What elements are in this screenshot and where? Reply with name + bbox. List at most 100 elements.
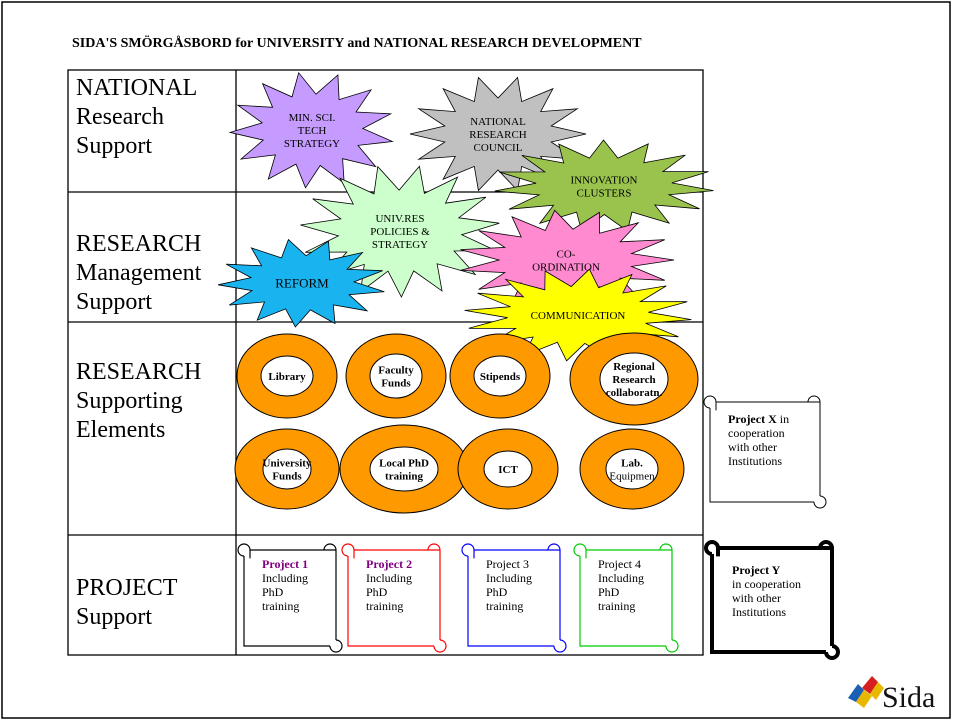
ring-label-line: Research [612, 374, 655, 386]
project-line: training [598, 599, 636, 613]
scroll-bottom-curl [824, 644, 840, 660]
project-1: Project 1 Including PhD training [262, 557, 308, 613]
scroll-left-curl [704, 540, 720, 557]
project-line: PhD [598, 585, 620, 599]
scroll-body [347, 549, 441, 647]
ring-hole [483, 450, 533, 488]
burst-shape [218, 238, 385, 328]
project-3-name: Project 3 [486, 557, 529, 571]
project-x-suffix: in [776, 412, 790, 426]
burst-reform: REFORM [218, 238, 385, 328]
ring-label-line: Library [268, 371, 306, 383]
row-label-line: RESEARCH [76, 231, 202, 257]
burst-label-line: ORDINATION [532, 261, 600, 273]
row-label-line: Research [76, 104, 164, 130]
scroll-left-curl [703, 395, 717, 411]
ring-ict: ICT [457, 428, 559, 510]
scroll-bottom-curl [665, 639, 679, 653]
burst-label-line: UNIV.RES [375, 213, 424, 225]
burst-label-line: COUNCIL [474, 142, 523, 154]
project-1-name: Project 1 [262, 557, 309, 571]
row-label-line: PROJECT [76, 575, 178, 601]
ring-label-line: Funds [381, 378, 411, 390]
ring-stipends: Stipends [449, 333, 551, 419]
project-line: Including [598, 571, 644, 585]
project-line: with other [732, 591, 781, 605]
project-x-name: Project X [728, 412, 777, 426]
project-line: Institutions [732, 605, 787, 619]
row-label-project: PROJECT Support [76, 574, 177, 632]
scroll-left-curl [573, 543, 587, 559]
ring-label-line: Stipends [480, 371, 521, 383]
scroll-top-curl [659, 543, 673, 551]
scroll-project-2 [341, 543, 447, 653]
row-label-management: RESEARCH Management Support [76, 230, 201, 317]
project-line: PhD [486, 585, 508, 599]
scroll-bottom-curl [813, 495, 827, 509]
ring-hole [473, 355, 527, 397]
scroll-project-1 [237, 543, 343, 653]
burst-label-line: MIN. SCI. [289, 112, 336, 124]
project-line: training [262, 599, 300, 613]
slide-title: SIDA'S SMÖRGÅSBORD for UNIVERSITY and NA… [72, 36, 642, 51]
project-line: PhD [366, 585, 388, 599]
scroll-body [243, 549, 337, 647]
ring-label-line: Funds [272, 471, 302, 483]
burst-label-line: REFORM [275, 276, 329, 291]
burst-label-line: INNOVATION [570, 174, 637, 186]
ring-hole [369, 353, 423, 399]
scroll-project-y [704, 540, 840, 660]
row-label-line: Support [76, 133, 153, 159]
ring-label-line: Regional [613, 361, 655, 373]
row-label-line: NATIONAL [76, 75, 198, 101]
ring-label-line: Equipmen [609, 471, 655, 483]
burst-label-line: NATIONAL [470, 116, 526, 128]
project-y-name: Project Y [732, 563, 781, 577]
burst-label-line: STRATEGY [284, 138, 340, 150]
ring-library: Library [236, 333, 338, 419]
project-4: Project 4 Including PhD training [598, 557, 644, 613]
ring-hole [369, 446, 439, 492]
row-label-line: Support [76, 604, 153, 630]
scroll-body [709, 401, 821, 503]
sida-logo-mark [848, 676, 884, 708]
scroll-body [579, 549, 673, 647]
sida-logo-text: Sida [882, 681, 935, 714]
project-line: Including [366, 571, 412, 585]
burst-label-line: RESEARCH [469, 129, 527, 141]
ring-hole [605, 448, 659, 490]
row-label-elements: RESEARCH Supporting Elements [76, 358, 201, 445]
scroll-top-curl [818, 540, 834, 549]
burst-shape [228, 71, 394, 189]
project-x: Project X in cooperation with other Inst… [728, 412, 789, 468]
row-label-line: Supporting [76, 388, 183, 414]
scroll-project-x [703, 395, 827, 509]
project-line: Including [262, 571, 308, 585]
burst-label-line: TECH [298, 125, 327, 137]
ring-label-line: ICT [498, 464, 518, 476]
project-line: Including [486, 571, 532, 585]
project-2: Project 2 Including PhD training [366, 557, 412, 613]
ring-label-line: Local PhD [379, 458, 429, 470]
burst-label-line: CO- [557, 248, 576, 260]
ring-label-line: collaboratn. [606, 387, 663, 399]
project-line: in cooperation [732, 577, 801, 591]
burst-label-line: POLICIES & [370, 226, 430, 238]
scroll-project-4 [573, 543, 679, 653]
scroll-body [467, 549, 561, 647]
burst-shape [494, 139, 714, 232]
project-line: training [486, 599, 524, 613]
project-x-first-line: Project X in [728, 412, 789, 426]
row-label-line: RESEARCH [76, 359, 202, 385]
scroll-top-curl [807, 395, 821, 403]
scroll-top-curl [323, 543, 337, 551]
ring-lab-equipmen: Lab.Equipmen [579, 428, 685, 510]
